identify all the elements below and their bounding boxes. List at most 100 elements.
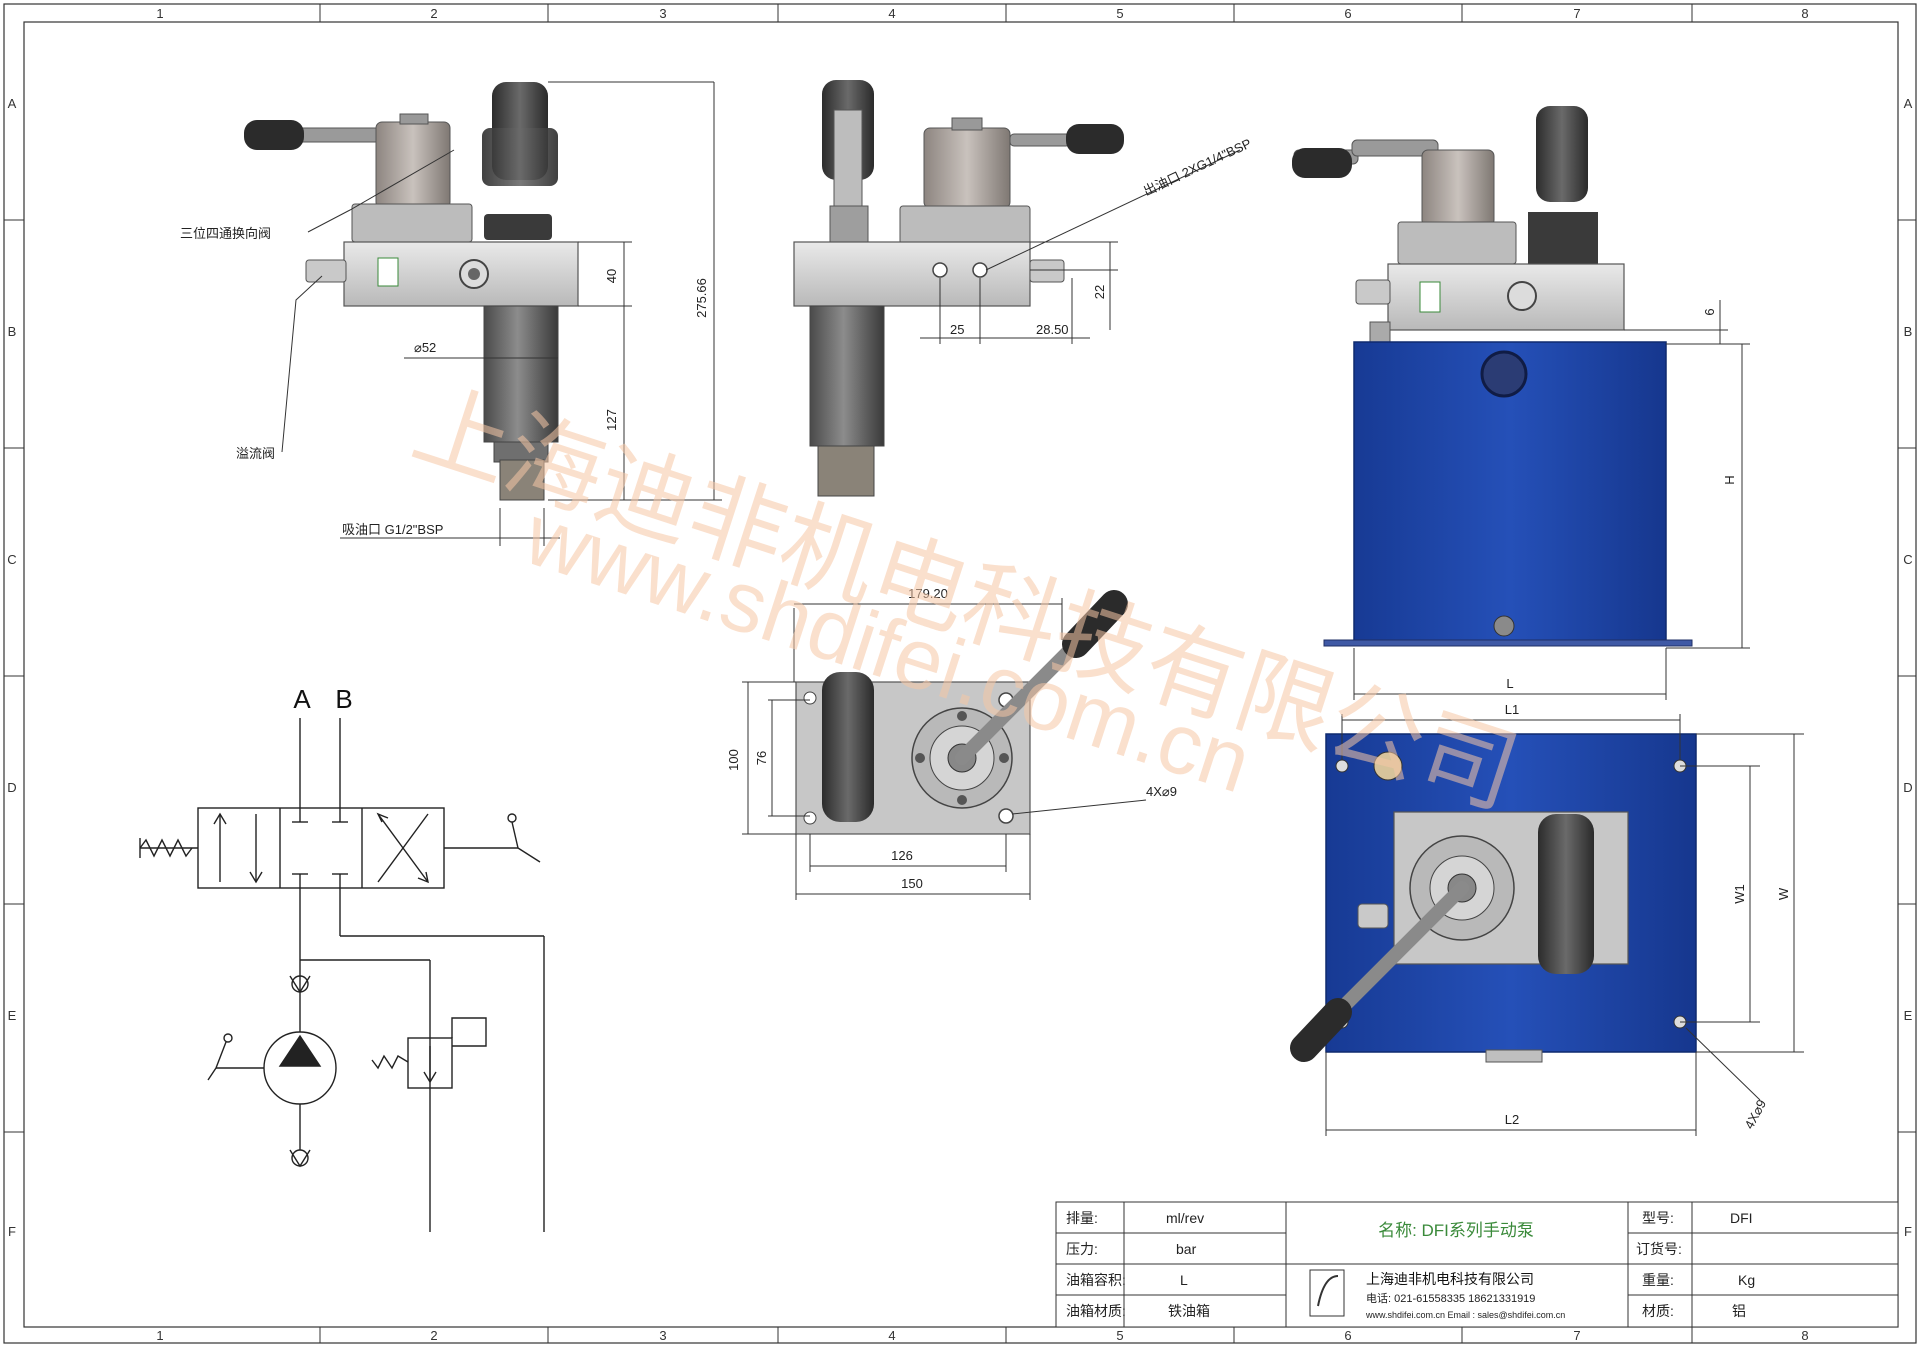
row-label-right-d: D bbox=[1903, 780, 1912, 795]
row-label-left-e: E bbox=[8, 1008, 17, 1023]
top-pump-head bbox=[822, 672, 874, 822]
dim-dia-52: ⌀52 bbox=[414, 340, 436, 355]
col-label-bottom-1: 1 bbox=[156, 1328, 163, 1343]
col-label-bottom-6: 6 bbox=[1344, 1328, 1351, 1343]
dim-w: W bbox=[1776, 887, 1791, 900]
row-label-left-d: D bbox=[7, 780, 16, 795]
front-view-dims bbox=[281, 81, 722, 546]
tb-phone: 电话: 021-61558335 18621331919 bbox=[1366, 1292, 1535, 1305]
schematic-port-a: A bbox=[293, 684, 311, 714]
top-lever-grip bbox=[1062, 590, 1128, 658]
dim-40: 40 bbox=[604, 269, 619, 283]
tb-model-label: 型号: bbox=[1642, 1210, 1674, 1226]
grid-labels: 1 2 3 4 5 6 7 8 1 2 3 4 5 6 7 8 A B C D … bbox=[7, 6, 1912, 1343]
col-label-top-7: 7 bbox=[1573, 6, 1580, 21]
side-manifold-block bbox=[793, 241, 1031, 307]
hydraulic-schematic bbox=[139, 718, 545, 1232]
schematic-relief-symbol bbox=[407, 1037, 453, 1089]
side-view-dims bbox=[920, 149, 1241, 344]
col-label-bottom-4: 4 bbox=[888, 1328, 895, 1343]
top-view-dims bbox=[742, 598, 1147, 900]
dim-h: H bbox=[1722, 475, 1737, 484]
callout-outlet-port: 出油口 2XG1/4"BSP bbox=[1141, 136, 1254, 199]
tb-tank-material-label: 油箱材质: bbox=[1066, 1303, 1126, 1319]
front-logo-badge bbox=[377, 257, 399, 287]
tank-top-pump-head bbox=[1538, 814, 1594, 974]
schematic-port-b: B bbox=[335, 684, 352, 714]
dim-l2: L2 bbox=[1505, 1112, 1519, 1127]
tb-product-name: 名称: DFI系列手动泵 bbox=[1378, 1221, 1534, 1240]
dim-w1: W1 bbox=[1732, 884, 1747, 904]
tb-pressure-label: 压力: bbox=[1066, 1241, 1098, 1257]
col-label-bottom-7: 7 bbox=[1573, 1328, 1580, 1343]
tank-front-lever-grip bbox=[1292, 148, 1352, 178]
dim-150: 150 bbox=[901, 876, 923, 891]
tank-valve-housing bbox=[1421, 149, 1495, 227]
side-valve-housing bbox=[923, 127, 1011, 209]
col-label-top-8: 8 bbox=[1801, 6, 1808, 21]
tb-material-value: 铝 bbox=[1732, 1303, 1746, 1319]
dim-126: 126 bbox=[891, 848, 913, 863]
front-valve-housing bbox=[375, 121, 451, 209]
col-label-top-2: 2 bbox=[430, 6, 437, 21]
tank-front-view bbox=[1292, 106, 1693, 647]
tank-top-lever-grip bbox=[1290, 998, 1352, 1062]
col-label-top-5: 5 bbox=[1116, 6, 1123, 21]
tank-front-dims bbox=[1353, 300, 1750, 700]
dim-28-50: 28.50 bbox=[1036, 322, 1069, 337]
col-label-bottom-2: 2 bbox=[430, 1328, 437, 1343]
front-valve-flange bbox=[351, 203, 473, 243]
tb-displacement-label: 排量: bbox=[1066, 1210, 1098, 1226]
tb-tank-volume-label: 油箱容积: bbox=[1066, 1272, 1126, 1288]
col-label-top-6: 6 bbox=[1344, 6, 1351, 21]
dim-100: 100 bbox=[726, 749, 741, 771]
tb-tank-volume-value: L bbox=[1180, 1272, 1188, 1288]
dim-l1: L1 bbox=[1505, 702, 1519, 717]
tb-material-label: 材质: bbox=[1642, 1303, 1674, 1319]
side-lever-arm bbox=[1009, 133, 1071, 147]
callout-mount-holes-top: 4X⌀9 bbox=[1146, 784, 1177, 799]
tank-top-dims bbox=[1325, 714, 1804, 1136]
tb-company: 上海迪非机电科技有限公司 bbox=[1366, 1271, 1534, 1287]
callout-mount-holes-tank: 4X⌀9 bbox=[1741, 1097, 1769, 1131]
dim-76: 76 bbox=[754, 751, 769, 765]
dim-127: 127 bbox=[604, 409, 619, 431]
row-label-left-f: F bbox=[8, 1224, 16, 1239]
row-label-right-c: C bbox=[1903, 552, 1912, 567]
row-label-right-f: F bbox=[1904, 1224, 1912, 1239]
side-outlet-port-2 bbox=[972, 262, 988, 278]
row-label-right-b: B bbox=[1904, 324, 1913, 339]
dim-25: 25 bbox=[950, 322, 964, 337]
side-cylinder bbox=[809, 305, 885, 447]
title-block-text: 排量: ml/rev 压力: bar 油箱容积: L 油箱材质: 铁油箱 名称:… bbox=[1066, 1210, 1755, 1320]
row-label-left-a: A bbox=[8, 96, 17, 111]
tb-order-no-label: 订货号: bbox=[1636, 1241, 1682, 1257]
schematic-valve-body bbox=[197, 807, 445, 889]
side-outlet-port-1 bbox=[932, 262, 948, 278]
callout-relief-valve: 溢流阀 bbox=[236, 446, 275, 461]
tank-breather bbox=[1373, 751, 1403, 781]
front-cylinder bbox=[483, 305, 559, 443]
dim-275-66: 275.66 bbox=[694, 278, 709, 318]
drawing-frame bbox=[3, 3, 1917, 1344]
col-label-top-3: 3 bbox=[659, 6, 666, 21]
front-lever-grip bbox=[244, 120, 304, 150]
tb-pressure-value: bar bbox=[1176, 1241, 1197, 1257]
row-label-right-a: A bbox=[1904, 96, 1913, 111]
tb-weight-label: 重量: bbox=[1642, 1272, 1674, 1288]
tb-tank-material-value: 铁油箱 bbox=[1168, 1303, 1210, 1319]
front-relief-fitting bbox=[305, 259, 347, 283]
grid-ticks bbox=[4, 4, 1916, 1343]
col-label-top-1: 1 bbox=[156, 6, 163, 21]
col-label-bottom-3: 3 bbox=[659, 1328, 666, 1343]
row-label-left-c: C bbox=[7, 552, 16, 567]
tank-drain-plug bbox=[1493, 615, 1515, 637]
col-label-bottom-5: 5 bbox=[1116, 1328, 1123, 1343]
title-block bbox=[1055, 1201, 1899, 1328]
tank-pump-head bbox=[1536, 106, 1588, 202]
dim-22: 22 bbox=[1092, 285, 1107, 299]
dim-6: 6 bbox=[1702, 308, 1717, 315]
dim-179-20: 179.20 bbox=[908, 586, 948, 601]
tb-model-value: DFI bbox=[1730, 1210, 1753, 1226]
